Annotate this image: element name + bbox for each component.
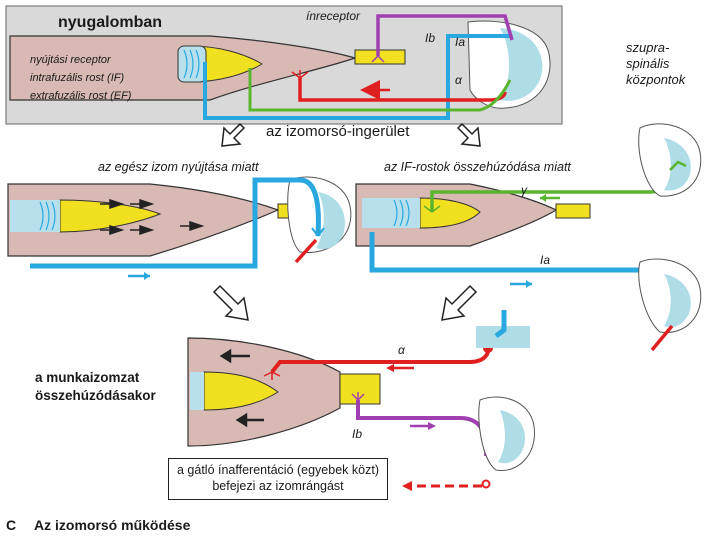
whole-muscle-stretch-label: az egész izom nyújtása miatt xyxy=(98,160,259,174)
spindle-excitation-label: az izomorsó-ingerület xyxy=(266,123,410,140)
if-cord-gray xyxy=(664,274,691,328)
ia-label-rest: Ia xyxy=(455,35,465,49)
ib-label-contraction: Ib xyxy=(352,427,362,441)
working-muscle-label-line1: a munkaizomzat xyxy=(35,370,140,385)
rest-panel: nyugalomban ínreceptor Ib Ia α nyújtási … xyxy=(5,5,563,125)
if-tendon xyxy=(555,203,591,219)
alpha-label-rest: α xyxy=(455,73,463,87)
if-contraction-panel: az IF-rostok összehúzódása miatt γ Ia xyxy=(355,123,702,352)
supraspinal-label-line1: szupra- xyxy=(626,40,670,55)
if-spindle xyxy=(419,197,481,229)
ib-label-rest: Ib xyxy=(425,31,435,45)
alpha-stub-if xyxy=(650,324,674,352)
contraction-cord-gray xyxy=(498,410,525,464)
tendon-receptor-endings xyxy=(371,55,385,63)
stretch-spindle xyxy=(59,199,162,233)
ia-fiber-stretch xyxy=(30,177,321,269)
stretch-receptor-label: nyújtási receptor xyxy=(30,54,112,66)
stretch-receptor-zone xyxy=(10,200,60,232)
hollow-arrow-right xyxy=(456,122,481,147)
intrafusal-fiber xyxy=(189,45,263,83)
stretch-receptor xyxy=(177,45,207,83)
alpha-stub-stretch xyxy=(294,238,318,264)
contraction-receptor-zone xyxy=(190,372,204,410)
contraction-panel: α Ib a munkaizomzat összehúzódásakor xyxy=(35,310,535,491)
if-receptor-zone xyxy=(362,198,420,228)
extrafusal-label: extrafuzális rost (EF) xyxy=(30,90,132,102)
supraspinal-label-line3: központok xyxy=(626,72,687,87)
caption-title: Az izomorsó működése xyxy=(34,517,191,533)
ia-fiber-rest xyxy=(203,34,512,120)
ia-stub-contraction xyxy=(494,310,507,338)
stretch-cord-gray xyxy=(316,192,345,250)
rest-title: nyugalomban xyxy=(58,14,162,31)
stretch-panel: az egész izom nyújtása miatt xyxy=(7,160,352,280)
tendon-receptor-label: ínreceptor xyxy=(306,9,361,23)
gamma-label: γ xyxy=(521,183,528,197)
ib-fiber-contraction xyxy=(356,400,489,457)
ia-label-if: Ia xyxy=(540,253,550,267)
working-muscle-label-line2: összehúzódásakor xyxy=(35,388,157,403)
ventral-horn-cutout xyxy=(476,326,530,348)
gamma-fiber-rest xyxy=(248,68,512,112)
spinal-gray-matter xyxy=(500,28,543,101)
if-contraction-label: az IF-rostok összehúzódása miatt xyxy=(384,160,571,174)
supraspinal-label-line2: spinális xyxy=(626,56,670,71)
alpha-endplate-rest xyxy=(291,70,309,79)
hollow-arrow-bottom-right xyxy=(441,284,478,321)
hollow-arrow-bottom-left xyxy=(212,284,249,321)
hollow-arrow-left xyxy=(221,122,246,147)
ib-fiber-rest xyxy=(376,14,514,56)
contraction-tendon xyxy=(339,373,381,405)
caption-letter: C xyxy=(6,517,16,533)
inhibition-note: a gátló ínafferentáció (egyebek közt) be… xyxy=(168,458,388,500)
contraction-spindle xyxy=(203,371,279,411)
alpha-label-contraction: α xyxy=(398,343,406,357)
intrafusal-label: intrafuzális rost (IF) xyxy=(30,72,124,84)
